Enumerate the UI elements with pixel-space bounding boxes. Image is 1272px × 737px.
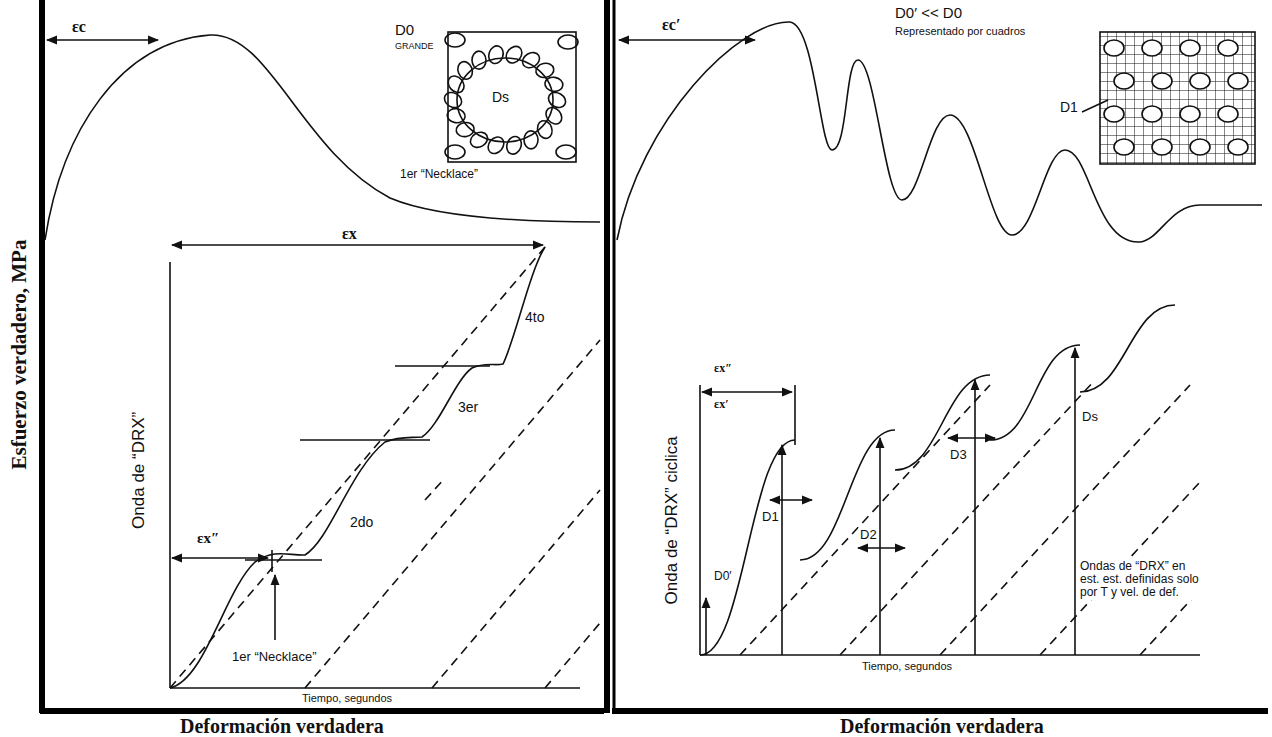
label: Ondas de “DRX” en est. est. definidas so… [1078,560,1210,600]
label: εc [70,18,88,36]
grain [543,104,565,127]
grain [455,121,475,138]
grain [1104,106,1124,122]
label: Deformación verdadera [180,715,384,737]
grain [1218,106,1238,122]
label: D0′ << D0 [895,5,962,22]
grain [446,107,466,124]
label: 1er “Necklace” [400,168,478,181]
grain [556,145,576,159]
axis-title: Onda de “DRX” [131,411,150,528]
label: εx′ [712,398,731,411]
label: D1 [1058,100,1080,115]
grain [1152,73,1172,89]
grain [1180,106,1200,122]
label: Tiempo, segundos [860,660,954,672]
label: Ds [1080,410,1100,424]
label: D0 [395,22,414,39]
grain [1114,139,1134,155]
label: D0′ [712,570,734,583]
label: εx″ [195,530,221,547]
grain [524,131,538,149]
grain [1180,40,1200,56]
grain [1142,106,1162,122]
grain [445,145,465,159]
axis-title: Esfuerzo verdadero, MPa [8,240,31,470]
grain [468,129,491,150]
label: GRANDE [395,42,434,52]
grain [1114,73,1134,89]
label: D1 [760,510,781,524]
label: Representado por cuadros [895,25,1025,37]
label: 4to [525,310,544,325]
grain [445,73,467,96]
grain [1228,73,1248,89]
grain [445,33,465,47]
grain [1190,73,1210,89]
grain [544,76,564,92]
axis-title: Onda de “DRX” ciclica [663,436,682,604]
grain [1104,40,1124,56]
grain [1228,139,1248,155]
grain [504,134,523,156]
label: Deformación verdadera [840,715,1044,737]
grain [486,44,505,66]
grain [558,35,578,49]
grain [1152,139,1172,155]
grain [1142,40,1162,56]
label: Tiempo, segundos [300,692,394,704]
grain [520,49,543,70]
label: εc′ [660,16,682,34]
label: 2do [350,515,373,530]
label: Ds [490,90,511,105]
grain [1218,40,1238,56]
label: D3 [948,448,969,462]
label: 3er [458,400,478,415]
label: 1er “Necklace” [230,650,319,664]
grain [472,51,486,69]
label: εx″ [712,362,734,375]
label: εx [340,225,359,243]
grain [1190,139,1210,155]
label: D2 [858,528,879,542]
